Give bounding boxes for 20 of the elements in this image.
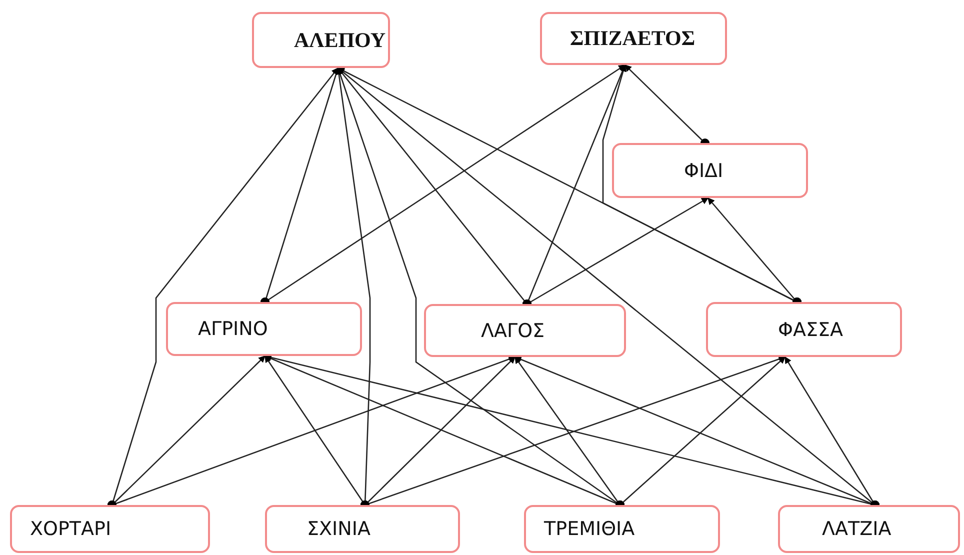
species-name: ΣΠΙΖΑΕΤΟΣ [570, 26, 696, 51]
species-name: ΣΧΙΝΙΑ [307, 518, 370, 540]
species-box [10, 505, 210, 553]
species-name: ΑΛΕΠΟΥ [294, 28, 386, 52]
species-name: ΛΑΓΟΣ [481, 320, 545, 342]
species-box [540, 12, 727, 65]
species-box [524, 505, 720, 553]
species-name: ΦΙΔΙ [684, 160, 724, 182]
species-box [424, 304, 626, 357]
species-name: ΛΑΤΖΙΑ [822, 518, 892, 540]
species-box [778, 505, 960, 553]
species-name: ΦΑΣΣΑ [778, 318, 843, 340]
species-name: ΧΟΡΤΑΡΙ [30, 518, 112, 540]
species-name: ΤΡΕΜΙΘΙΑ [544, 518, 635, 540]
species-name: ΑΓΡΙΝΟ [198, 318, 268, 340]
species-box [252, 12, 390, 68]
species-box [166, 302, 362, 356]
species-box [612, 143, 808, 198]
species-box [706, 302, 902, 357]
species-box [265, 505, 460, 553]
